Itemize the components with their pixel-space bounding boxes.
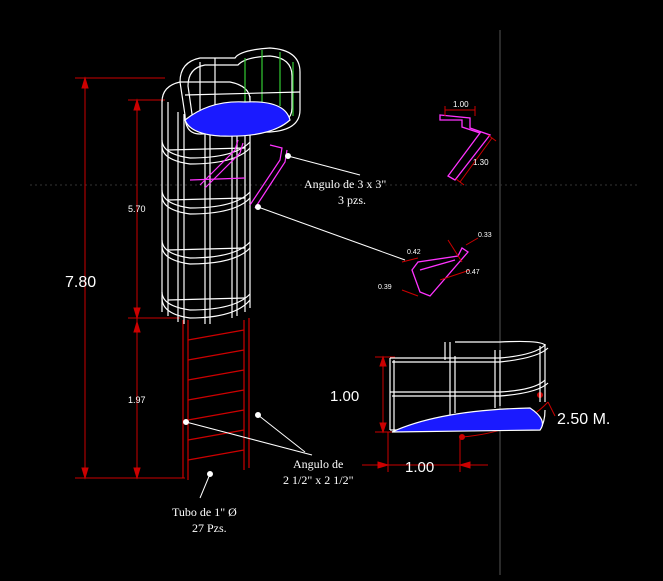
angle-detail: [401, 237, 479, 297]
lower-height-label: 1.97: [128, 395, 146, 405]
bracket-detail: [439, 106, 497, 186]
leader-lines: [183, 153, 406, 499]
top-platform: [179, 47, 301, 137]
angle-3x3-label: Angulo de 3 x 3": [304, 177, 386, 191]
total-height-label: 7.80: [65, 274, 96, 291]
text-labels: 7.80 5.70 1.97 1.00 1.00 2.50 M. Angulo …: [65, 100, 610, 535]
angle-dim-a: 0.42: [407, 249, 421, 256]
angle-3x3-qty-label: 3 pzs.: [338, 193, 366, 207]
bracket-dim-side: 1.30: [473, 158, 489, 167]
ladder-lower: [182, 318, 250, 480]
angle-supports: [189, 139, 288, 209]
safety-cage: [161, 81, 251, 324]
platform-length-label: 2.50 M.: [557, 411, 610, 428]
side-platform: [389, 340, 549, 433]
angle-2-5-size-label: 2 1/2" x 2 1/2": [283, 473, 354, 487]
platform-width-label: 1.00: [405, 459, 434, 476]
cage-height-label: 5.70: [128, 204, 146, 214]
angle-dim-d: 0.39: [378, 284, 392, 291]
rail-height-label: 1.00: [330, 388, 359, 405]
angle-2-5-label: Angulo de: [293, 457, 343, 471]
tube-label: Tubo de 1" Ø: [172, 505, 237, 519]
tube-qty-label: 27 Pzs.: [192, 521, 227, 535]
dimension-lines: [75, 76, 556, 480]
angle-dim-b: 0.33: [478, 232, 492, 239]
bracket-dim-top: 1.00: [453, 100, 469, 109]
angle-dim-c: 0.47: [466, 269, 480, 276]
